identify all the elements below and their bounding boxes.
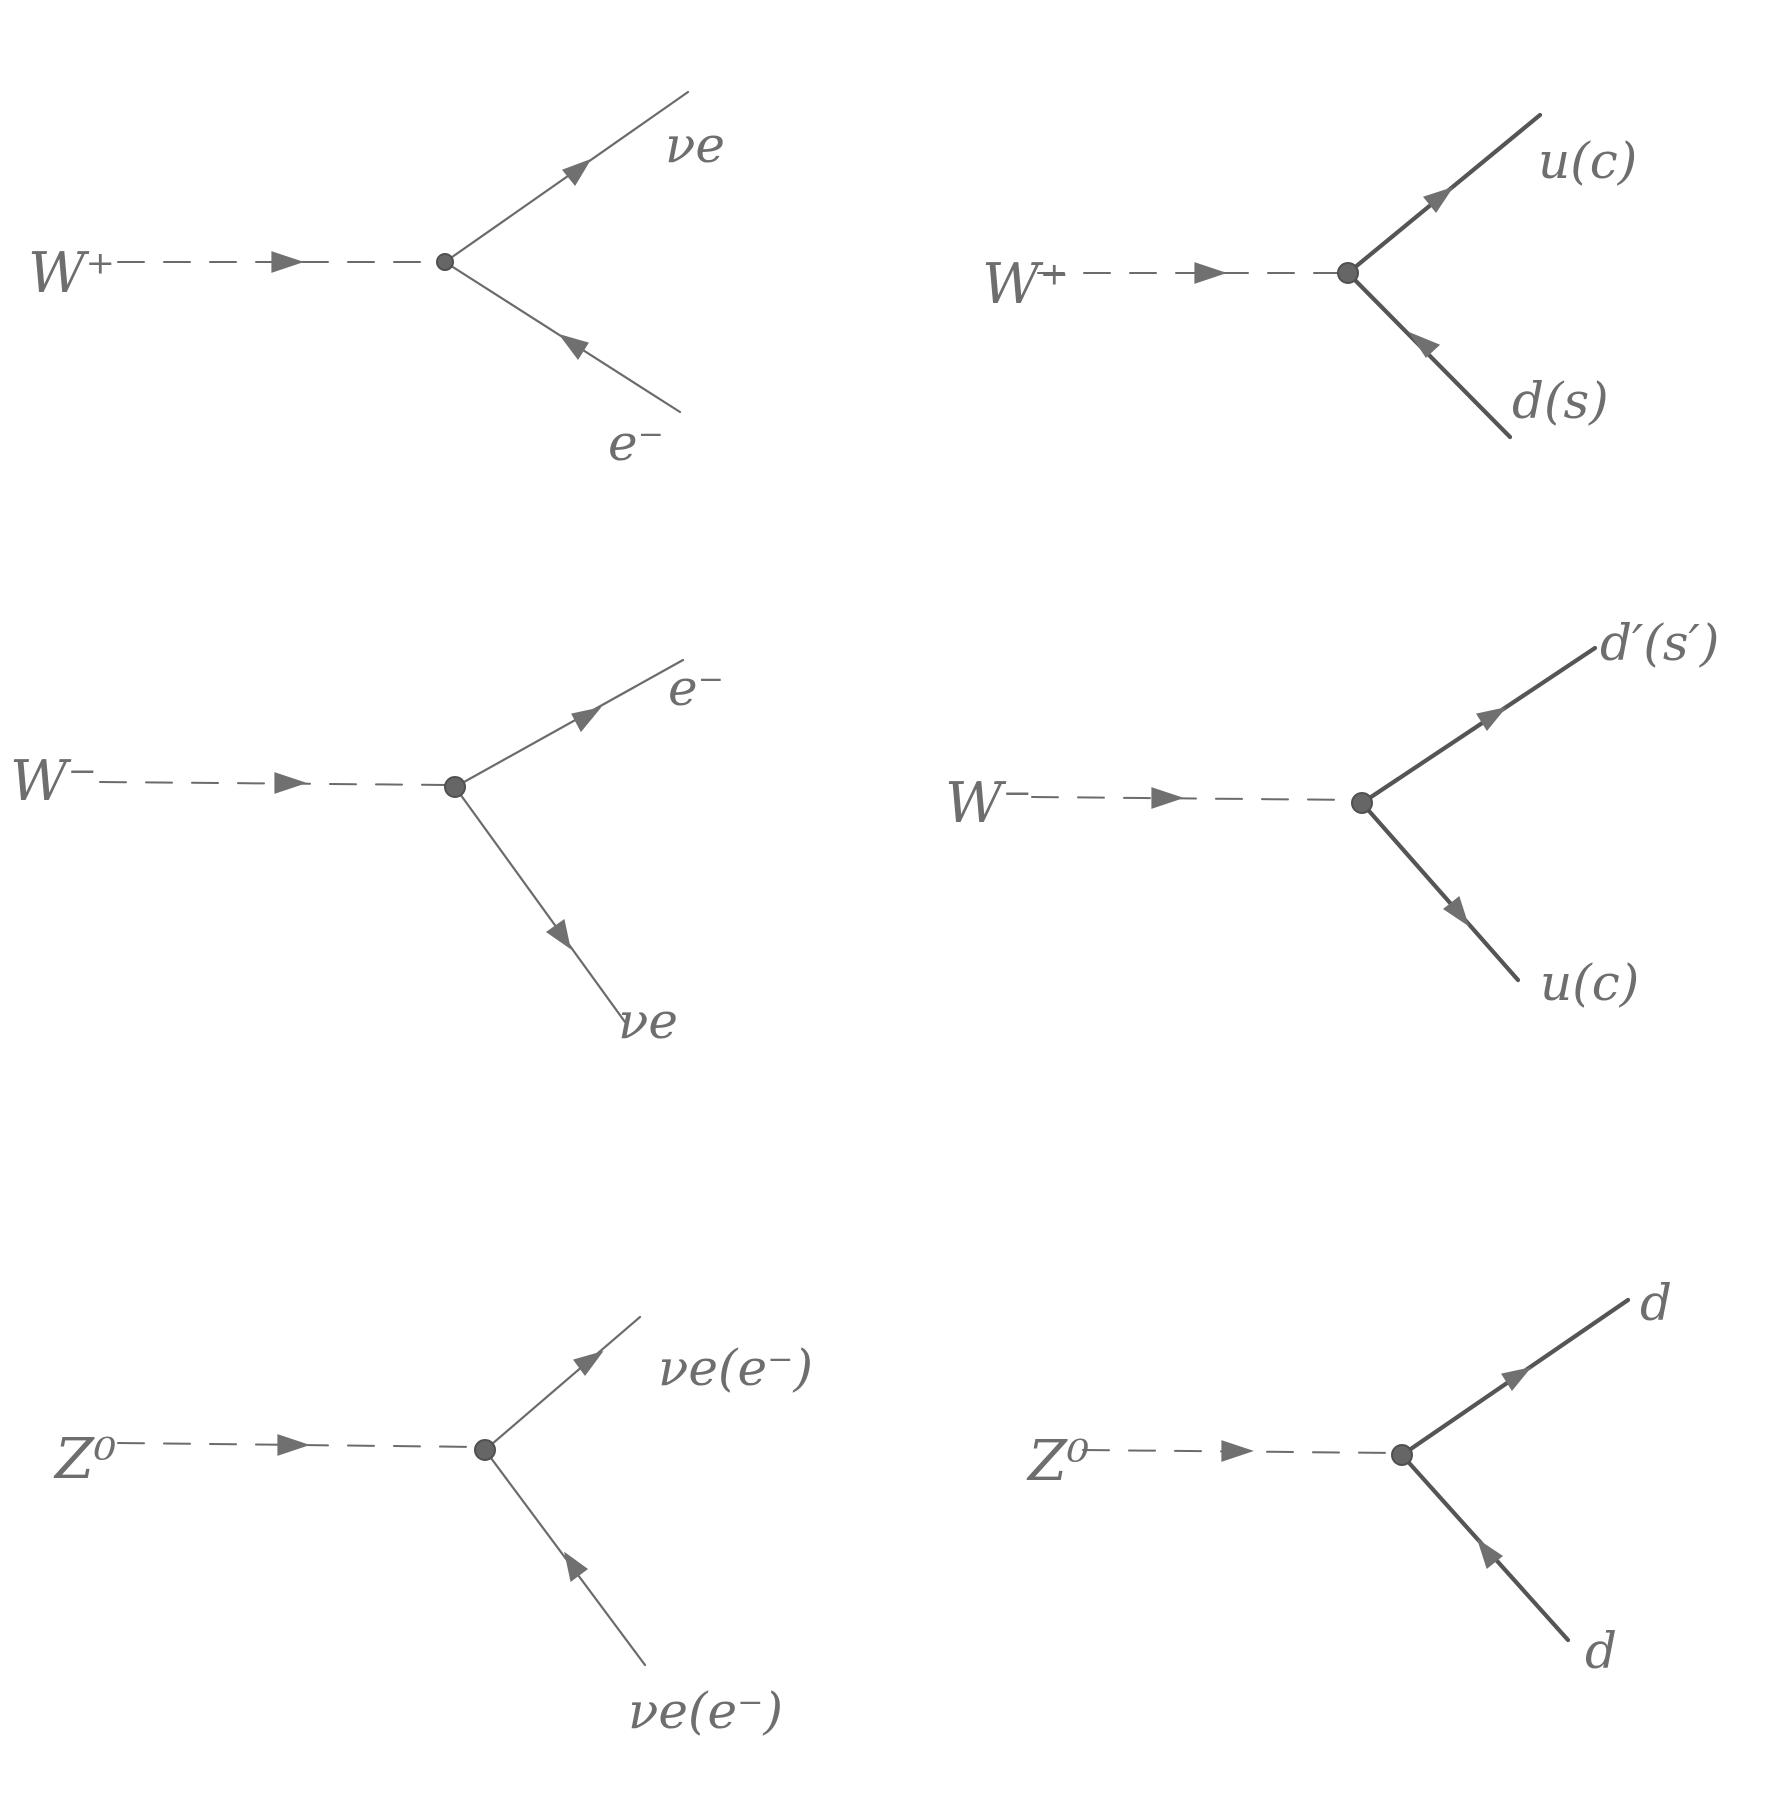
top-fermion-arrow-icon [1501, 1367, 1532, 1392]
boson-arrow-icon [271, 251, 304, 273]
diagram-w-minus-lepton: W⁻ e⁻ νe [10, 658, 724, 1050]
top-fermion-line [483, 1315, 642, 1452]
bottom-particle-label: e⁻ [608, 414, 664, 472]
vertex-dot [444, 776, 466, 798]
boson-propagator [99, 781, 451, 786]
boson-label: W⁻ [10, 749, 97, 814]
bottom-particle-label: νe [618, 992, 678, 1050]
bottom-particle-label: d(s) [1512, 372, 1609, 430]
top-fermion-arrow-icon [562, 158, 592, 187]
boson-label: W⁺ [28, 241, 115, 306]
boson-label: W⁻ [945, 771, 1032, 836]
diagram-w-plus-lepton: W⁺ νe e⁻ [28, 90, 725, 472]
bottom-fermion-line [483, 1448, 647, 1667]
bottom-fermion-arrow-icon [1476, 1538, 1504, 1570]
top-particle-label: d′(s′) [1600, 614, 1719, 672]
boson-arrow-icon [1194, 262, 1227, 284]
top-fermion-arrow-icon [571, 707, 602, 733]
bottom-particle-label: d [1585, 1622, 1617, 1680]
boson-arrow-icon [277, 1434, 310, 1456]
boson-arrow-icon [274, 772, 307, 794]
vertex-dot [474, 1439, 496, 1461]
bottom-fermion-line [1359, 800, 1521, 983]
top-particle-label: u(c) [1538, 132, 1637, 190]
bottom-fermion-arrow-icon [558, 333, 589, 361]
top-fermion-arrow-icon [573, 1350, 604, 1377]
diagram-w-minus-quark: W⁻ d′(s′) u(c) [945, 614, 1719, 1012]
vertex-dot [1337, 262, 1359, 284]
diagram-z-lepton: Z⁰ νe(e⁻) νe(e⁻) [53, 1315, 813, 1740]
top-particle-label: νe(e⁻) [658, 1339, 813, 1397]
vertex-dot [1351, 792, 1373, 814]
boson-arrow-icon [1151, 787, 1184, 809]
top-particle-label: d [1640, 1274, 1672, 1332]
bottom-fermion-arrow-icon [564, 1551, 589, 1583]
boson-propagator [117, 1442, 481, 1448]
top-particle-label: νe [665, 116, 725, 174]
top-particle-label: e⁻ [668, 659, 724, 717]
bottom-fermion-arrow-icon [1408, 331, 1441, 358]
top-fermion-line [453, 658, 685, 789]
bottom-particle-label: u(c) [1540, 954, 1639, 1012]
diagram-w-plus-quark: W⁺ u(c) d(s) [982, 112, 1637, 440]
boson-label: Z⁰ [53, 1427, 116, 1492]
boson-label: Z⁰ [1026, 1429, 1089, 1494]
top-fermion-arrow-icon [1476, 707, 1507, 732]
boson-arrow-icon [1221, 1440, 1254, 1462]
boson-label: W⁺ [982, 252, 1069, 317]
bottom-fermion-line [453, 785, 627, 1024]
diagram-z-quark: Z⁰ d d [1026, 1274, 1672, 1680]
bottom-particle-label: νe(e⁻) [628, 1682, 783, 1740]
bottom-fermion-arrow-icon [1442, 895, 1470, 927]
vertex-dot [436, 253, 454, 271]
bottom-fermion-arrow-icon [545, 918, 571, 950]
boson-propagator [1031, 796, 1359, 801]
top-fermion-line [443, 90, 690, 264]
top-fermion-line [1359, 645, 1598, 806]
vertex-dot [1391, 1444, 1413, 1466]
top-fermion-arrow-icon [1422, 186, 1454, 214]
